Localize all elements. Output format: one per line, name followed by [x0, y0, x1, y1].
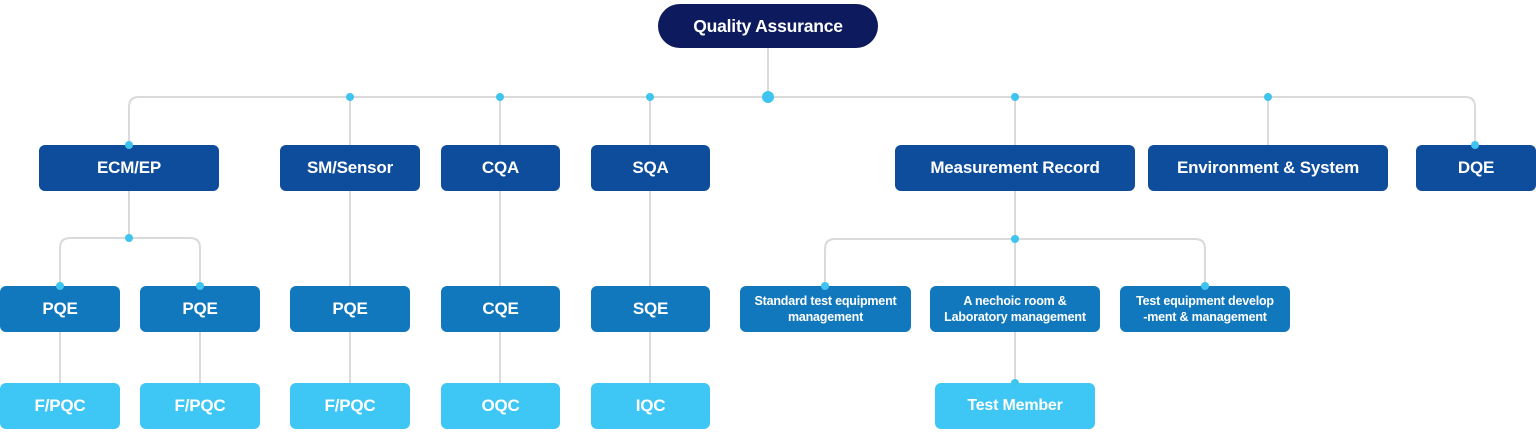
node-sqa: SQA — [591, 145, 710, 191]
node-pqe-3: PQE — [290, 286, 410, 332]
node-measurement-record: Measurement Record — [895, 145, 1135, 191]
node-label-line2: management — [787, 310, 864, 324]
org-root-quality-assurance: Quality Assurance — [658, 4, 878, 48]
node-oqc: OQC — [441, 383, 560, 429]
node-label-line1: Test equipment develop — [1136, 293, 1274, 308]
node-label-line2: Laboratory management — [944, 310, 1086, 324]
node-test-equipment-development-management: Test equipment develop -ment & managemen… — [1120, 286, 1290, 332]
node-cqe: CQE — [441, 286, 560, 332]
node-fpqc-2: F/PQC — [140, 383, 260, 429]
node-test-member: Test Member — [935, 383, 1095, 429]
node-standard-test-equipment-management: Standard test equipment management — [740, 286, 911, 332]
node-dqe: DQE — [1416, 145, 1536, 191]
node-pqe-1: PQE — [0, 286, 120, 332]
node-label-line1: A nechoic room & — [963, 293, 1067, 308]
node-fpqc-1: F/PQC — [0, 383, 120, 429]
node-iqc: IQC — [591, 383, 710, 429]
node-label-line1: Standard test equipment — [754, 293, 897, 308]
node-sm-sensor: SM/Sensor — [280, 145, 420, 191]
node-anechoic-room-laboratory-management: A nechoic room & Laboratory management — [930, 286, 1100, 332]
node-fpqc-3: F/PQC — [290, 383, 410, 429]
node-environment-system: Environment & System — [1148, 145, 1388, 191]
node-cqa: CQA — [441, 145, 560, 191]
node-pqe-2: PQE — [140, 286, 260, 332]
node-sqe: SQE — [591, 286, 710, 332]
node-label-line2: -ment & management — [1143, 310, 1267, 324]
node-ecm-ep: ECM/EP — [39, 145, 219, 191]
